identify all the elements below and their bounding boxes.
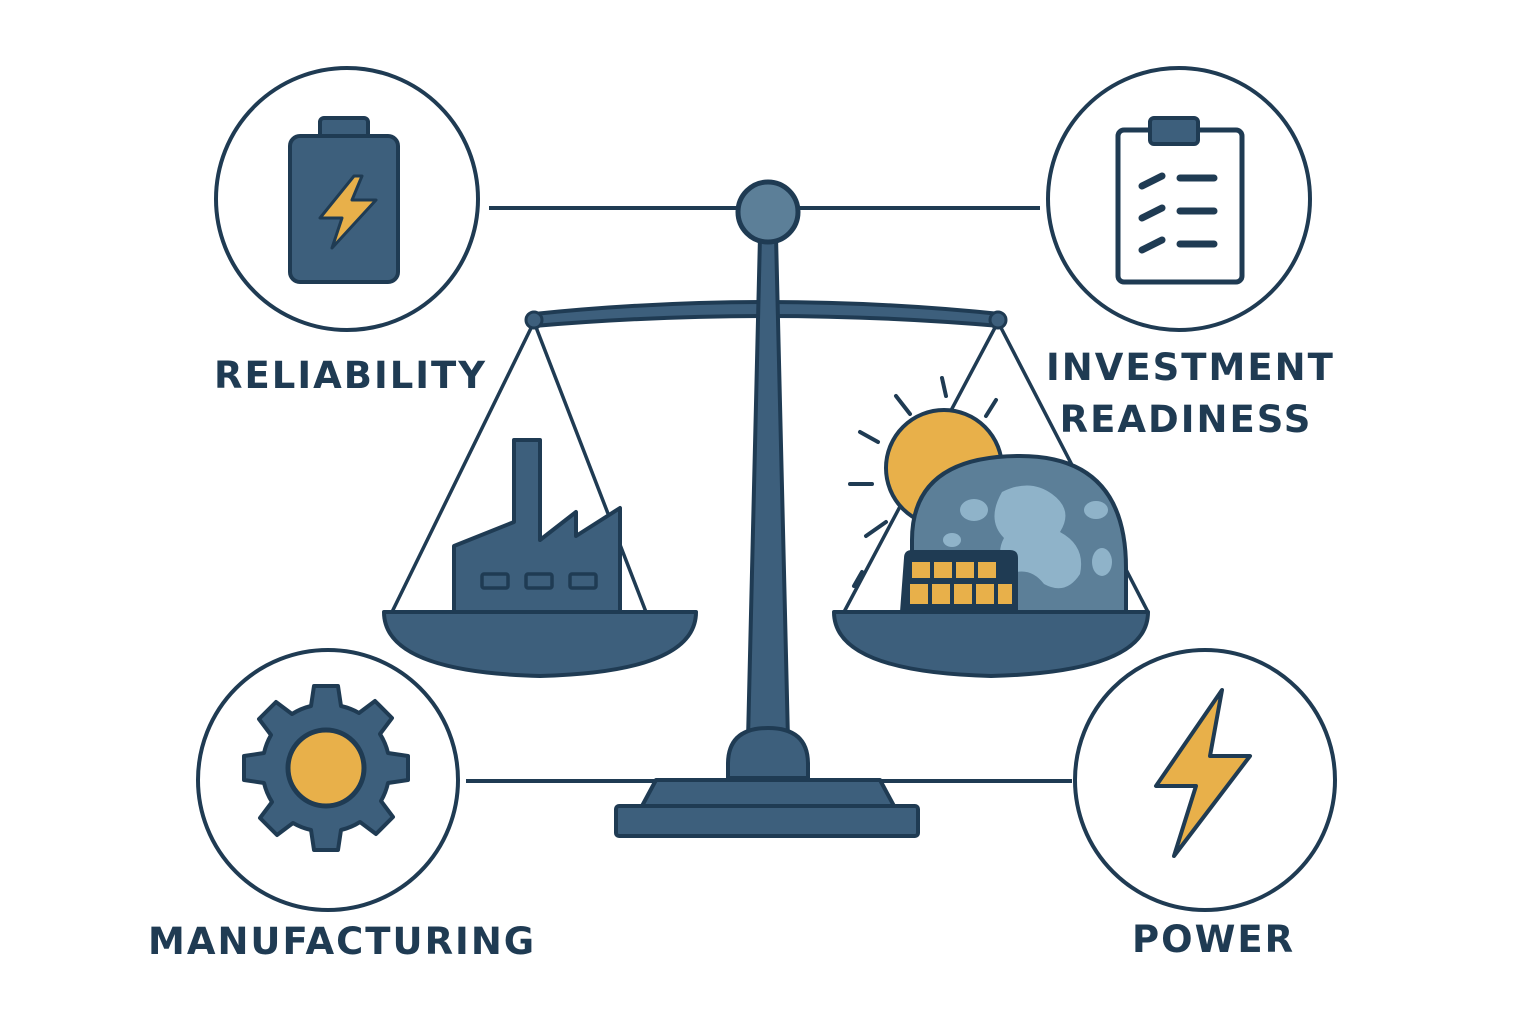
left-pan [382, 610, 698, 678]
investment-readiness-node [1046, 66, 1312, 332]
reliability-node [214, 66, 480, 332]
clipboard-icon [1115, 116, 1245, 285]
label-investment-readiness: INVESTMENT READINESS [1046, 342, 1335, 446]
label-investment-line-1: INVESTMENT [1046, 346, 1335, 389]
right-pan [832, 610, 1150, 678]
factory-icon [452, 438, 622, 614]
lightning-icon [1154, 688, 1252, 858]
gear-icon [242, 684, 410, 852]
label-power: POWER [1132, 918, 1296, 961]
solar-globe-icon [848, 376, 1128, 614]
label-investment-line-2: READINESS [1059, 398, 1313, 441]
scale-base-step [640, 778, 896, 808]
manufacturing-node [196, 648, 460, 912]
power-node [1073, 648, 1337, 912]
balance-scale-icon [382, 179, 1150, 838]
scale-top-knob [735, 179, 801, 245]
battery-icon [288, 116, 400, 284]
scale-base-plate [614, 804, 920, 838]
scale-base-dome [726, 725, 810, 780]
label-manufacturing: MANUFACTURING [148, 920, 537, 963]
label-reliability: RELIABILITY [214, 354, 488, 397]
